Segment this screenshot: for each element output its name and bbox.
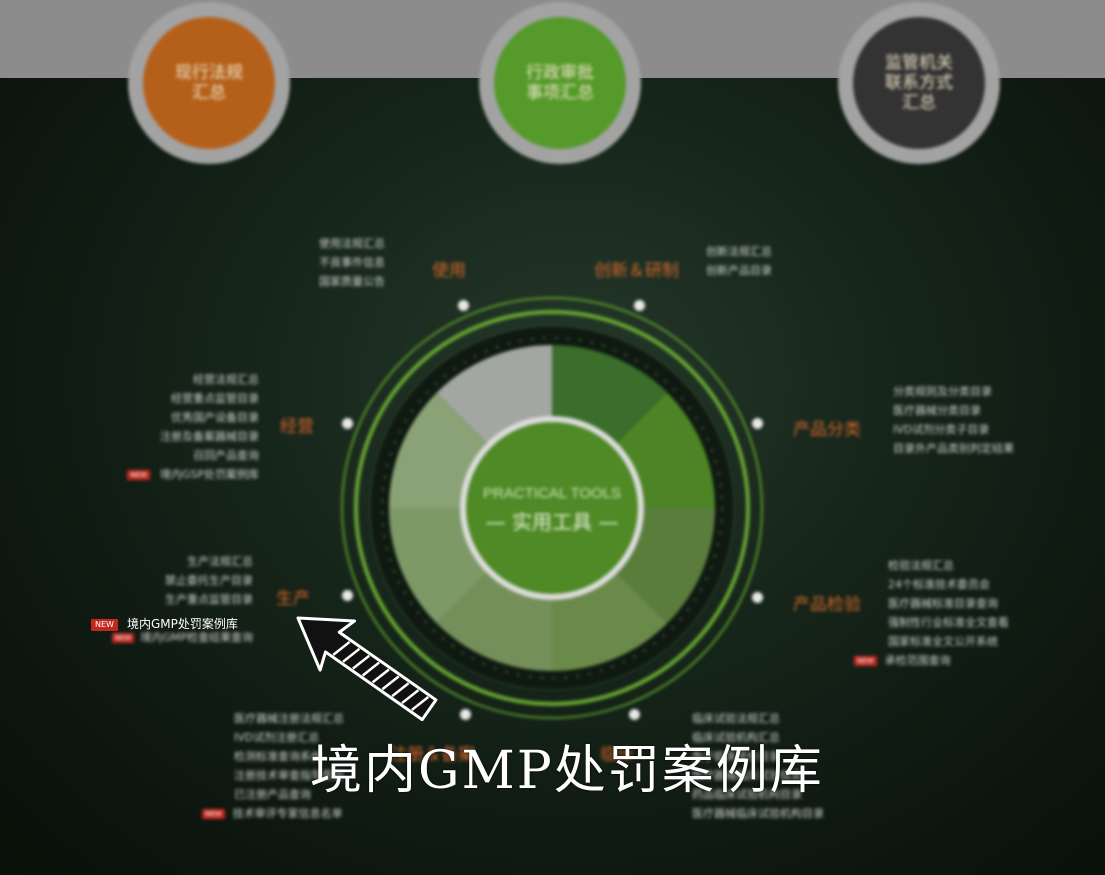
product-test-link[interactable]: 国家标准全文公开系统 <box>888 635 998 648</box>
registration-link[interactable]: 检测标准查询系统 <box>234 750 322 763</box>
node-dot-use <box>458 300 469 311</box>
product-test-link[interactable]: NEW 承检范围查询 <box>854 651 1009 670</box>
product-test-link[interactable]: 检验法规汇总 <box>888 559 954 572</box>
category-product-test[interactable]: 产品检验 <box>793 595 861 615</box>
operation-link[interactable]: NEW 境内GSP处罚案例库 <box>127 465 259 484</box>
innovation-link[interactable]: 创新法规汇总 <box>706 245 772 258</box>
admin-approval-face: 行政审批事项汇总 <box>494 17 626 149</box>
product-test-link[interactable]: 强制性行业标准全文查看 <box>888 616 1009 629</box>
category-operation[interactable]: 经营 <box>280 417 314 437</box>
highlight-new-badge: NEW <box>91 619 118 631</box>
registration-link[interactable]: NEW 技术审评专家信息名单 <box>202 804 344 823</box>
production-link[interactable]: NEW 境内GMP检查结果查询 <box>111 628 253 647</box>
innovation-link[interactable]: 创新产品目录 <box>706 264 772 277</box>
registration-links: 医疗器械注册法规汇总 IVD试剂注册汇总 检测标准查询系统 注册技术审查指导原则… <box>202 709 344 823</box>
product-test-links: 检验法规汇总 24个标准技术委员会 医疗器械标准目录查询 强制性行业标准全文查看… <box>854 556 1009 670</box>
clinical-link[interactable]: 药品临床试验机构目录 <box>692 788 802 801</box>
operation-link[interactable]: 召回产品查询 <box>193 449 259 462</box>
tick-ring <box>381 337 723 679</box>
admin-approval-label: 行政审批事项汇总 <box>526 63 594 103</box>
operation-link-text: 境内GSP处罚案例库 <box>159 468 259 481</box>
clinical-links: 临床试验法规汇总 临床试验机构汇总 免于临床评价目录 医疗器械临床试验信息 药品… <box>692 709 824 823</box>
category-production[interactable]: 生产 <box>276 589 310 609</box>
caption-text: 境内GMP处罚案例库 <box>310 741 824 801</box>
product-test-link[interactable]: 医疗器械标准目录查询 <box>888 597 998 610</box>
category-innovation[interactable]: 创新＆研制 <box>594 261 679 281</box>
use-link[interactable]: 不良事件信息 <box>319 256 385 269</box>
node-dot-registration <box>460 709 471 720</box>
registration-link[interactable]: 注册技术审查指导原则 <box>234 769 344 782</box>
operation-link[interactable]: 优秀国产设备目录 <box>171 411 259 424</box>
node-dot-production <box>342 590 353 601</box>
product-class-link[interactable]: IVD试剂分类子目录 <box>893 423 990 436</box>
node-dot-product-test <box>752 592 763 603</box>
operation-link[interactable]: 经营法规汇总 <box>193 373 259 386</box>
regulator-contacts-label: 监管机关联系方式汇总 <box>885 53 953 113</box>
category-registration[interactable]: 注册＆备案 <box>390 745 475 765</box>
clinical-link[interactable]: 临床试验机构汇总 <box>692 731 780 744</box>
use-link[interactable]: 国家质量公告 <box>319 275 385 288</box>
gmp-penalty-case-link[interactable]: 境内GMP处罚案例库 <box>127 617 238 631</box>
clinical-link[interactable]: 免于临床评价目录 <box>692 750 780 763</box>
hub-title-en: PRACTICAL TOOLS <box>483 485 621 502</box>
green-ring <box>354 310 750 706</box>
node-dot-innovation <box>634 300 645 311</box>
new-badge: NEW <box>202 809 225 819</box>
product-class-link[interactable]: 目录外产品类别判定结果 <box>893 442 1014 455</box>
new-badge: NEW <box>111 633 135 643</box>
production-links: 生产法规汇总 禁止委托生产目录 生产重点监管目录 . NEW境内GMP检查结果查… <box>111 552 253 647</box>
category-use[interactable]: 使用 <box>432 261 466 281</box>
clinical-link[interactable]: 医疗器械临床试验机构目录 <box>692 807 824 820</box>
registration-link[interactable]: IVD试剂注册汇总 <box>234 731 320 744</box>
production-link[interactable]: 禁止委托生产目录 <box>165 574 253 587</box>
regulations-summary-face: 现行法规汇总 <box>143 17 275 149</box>
new-badge: NEW <box>854 656 877 666</box>
regulator-contacts-button[interactable]: 监管机关联系方式汇总 <box>838 2 1000 164</box>
clinical-link[interactable]: 临床试验法规汇总 <box>692 712 780 725</box>
use-links: 使用法规汇总 不良事件信息 国家质量公告 <box>319 234 385 291</box>
category-clinical[interactable]: 临床 <box>600 745 634 765</box>
production-link-text: 境内GMP检查结果查询 <box>140 631 253 644</box>
product-class-link[interactable]: 分类规则及分类目录 <box>893 385 992 398</box>
admin-approval-button[interactable]: 行政审批事项汇总 <box>479 2 641 164</box>
regulator-contacts-face: 监管机关联系方式汇总 <box>853 17 985 149</box>
category-product-class[interactable]: 产品分类 <box>793 420 861 440</box>
node-dot-product-class <box>752 418 763 429</box>
outer-ring <box>341 297 763 719</box>
registration-link-text: 技术审评专家信息名单 <box>232 807 343 820</box>
product-test-link-text: 承检范围查询 <box>884 654 951 667</box>
hub-title-cn: — 实用工具 — <box>486 510 619 534</box>
regulations-summary-button[interactable]: 现行法规汇总 <box>128 2 290 164</box>
operation-link[interactable]: 注册及备案器械目录 <box>160 430 259 443</box>
product-class-link[interactable]: 医疗器械分类目录 <box>893 404 981 417</box>
registration-link[interactable]: 医疗器械注册法规汇总 <box>234 712 344 725</box>
production-link[interactable]: 生产法规汇总 <box>187 555 253 568</box>
node-dot-clinical <box>629 709 640 720</box>
node-dot-operation <box>342 418 353 429</box>
production-link[interactable]: 生产重点监管目录 <box>165 593 253 606</box>
new-badge: NEW <box>127 470 150 480</box>
operation-link[interactable]: 经营重点监管目录 <box>171 392 259 405</box>
regulations-summary-label: 现行法规汇总 <box>175 63 243 103</box>
product-class-links: 分类规则及分类目录 医疗器械分类目录 IVD试剂分类子目录 目录外产品类别判定结… <box>893 382 1014 458</box>
registration-link[interactable]: 已注册产品查询 <box>234 788 311 801</box>
hub-center <box>466 422 638 594</box>
product-test-link[interactable]: 24个标准技术委员会 <box>888 578 990 591</box>
innovation-links: 创新法规汇总 创新产品目录 <box>706 242 772 280</box>
clinical-link[interactable]: 医疗器械临床试验信息 <box>692 769 802 782</box>
use-link[interactable]: 使用法规汇总 <box>319 237 385 250</box>
operation-links: 经营法规汇总 经营重点监管目录 优秀国产设备目录 注册及备案器械目录 召回产品查… <box>127 370 259 484</box>
